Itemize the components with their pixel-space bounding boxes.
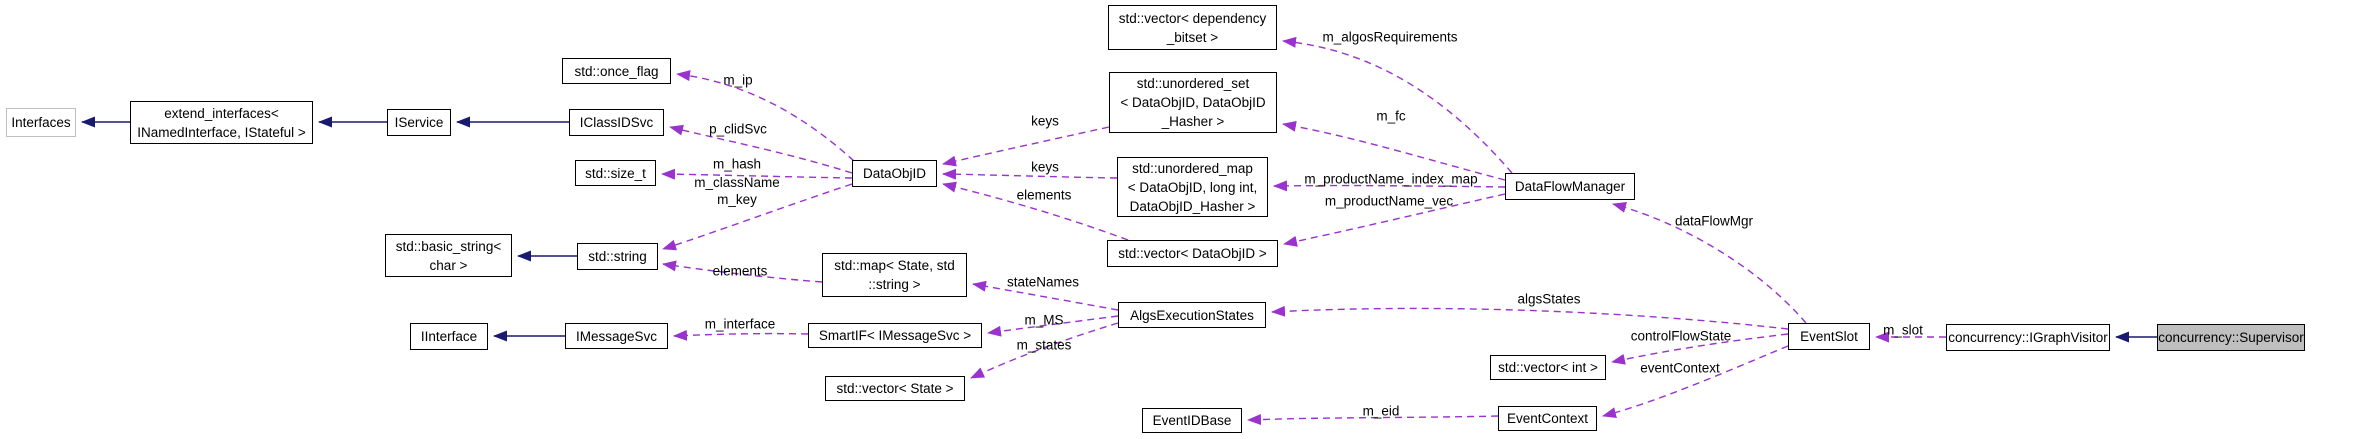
node-vec_int[interactable]: std::vector< int >: [1490, 355, 1606, 380]
node-iinterface[interactable]: IInterface: [410, 323, 488, 350]
edge-dataobjid-once_flag: [676, 70, 855, 162]
edge-eventslot-algsexec: [1271, 305, 1789, 330]
node-size_t[interactable]: std::size_t: [575, 160, 656, 186]
edge-eventslot-dataflow: [1612, 202, 1807, 324]
node-map_state[interactable]: std::map< State, std ::string >: [822, 253, 967, 297]
edge-algsexec-map_state: [972, 280, 1119, 311]
node-interfaces: Interfaces: [6, 108, 76, 137]
node-umap[interactable]: std::unordered_map < DataObjID, long int…: [1117, 157, 1268, 217]
edge-dataobjid-iclassidsvc: [669, 124, 853, 174]
edge-smartif-imessagesvc: [673, 329, 809, 341]
node-supervisor: concurrency::Supervisor: [2157, 324, 2305, 351]
node-dataflow[interactable]: DataFlowManager: [1505, 173, 1635, 200]
edge-eventcontext-eventidbase: [1247, 414, 1499, 426]
node-smartif[interactable]: SmartIF< IMessageSvc >: [808, 323, 982, 348]
edge-dataobjid-size_t: [661, 168, 853, 180]
node-dataobjid[interactable]: DataObjID: [852, 160, 937, 187]
node-eventcontext[interactable]: EventContext: [1498, 406, 1597, 431]
node-algsexec[interactable]: AlgsExecutionStates: [1118, 302, 1266, 328]
node-once_flag[interactable]: std::once_flag: [562, 58, 671, 84]
edge-vec_dataobjid-dataobjid: [942, 181, 1129, 241]
edge-uset-dataobjid: [942, 126, 1110, 167]
node-eventidbase[interactable]: EventIDBase: [1142, 408, 1242, 433]
node-extend_interfaces[interactable]: extend_interfaces< INamedInterface, ISta…: [130, 101, 313, 144]
edge-dataflow-umap: [1273, 180, 1506, 192]
node-iservice[interactable]: IService: [387, 109, 451, 136]
edge-eventslot-eventcontext: [1602, 345, 1789, 419]
node-uset[interactable]: std::unordered_set < DataObjID, DataObjI…: [1109, 72, 1277, 133]
edge-algsexec-vec_state: [970, 322, 1119, 379]
edge-eventslot-vec_int: [1611, 333, 1789, 365]
node-imessagesvc[interactable]: IMessageSvc: [565, 323, 668, 349]
node-vec_dep[interactable]: std::vector< dependency _bitset >: [1108, 5, 1277, 50]
edge-dataflow-uset: [1282, 120, 1506, 181]
node-vec_state[interactable]: std::vector< State >: [825, 376, 965, 401]
edge-dataobjid-string: [662, 183, 853, 251]
edge-algsexec-smartif: [987, 315, 1119, 337]
node-basic_string[interactable]: std::basic_string< char >: [385, 234, 512, 277]
edge-dataflow-vec_dataobjid: [1283, 193, 1506, 247]
edge-dataflow-vec_dep: [1282, 36, 1513, 174]
node-iclassidsvc[interactable]: IClassIDSvc: [569, 109, 664, 136]
edge-map_state-string: [662, 260, 823, 283]
node-string[interactable]: std::string: [577, 243, 658, 270]
edge-umap-dataobjid: [942, 168, 1118, 180]
node-vec_dataobjid[interactable]: std::vector< DataObjID >: [1107, 240, 1278, 267]
node-eventslot[interactable]: EventSlot: [1788, 323, 1870, 350]
node-igraphvisitor[interactable]: concurrency::IGraphVisitor: [1946, 324, 2110, 351]
